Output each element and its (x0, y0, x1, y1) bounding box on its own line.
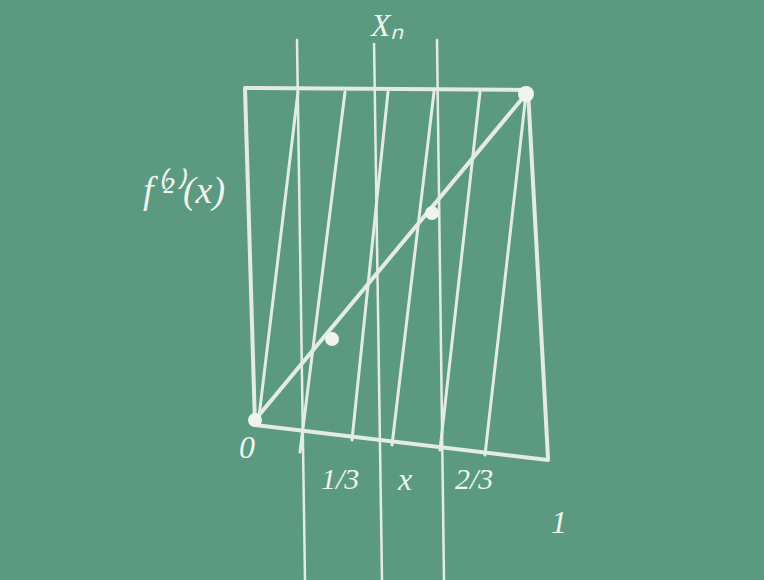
map-branch (352, 92, 388, 440)
axis-label: Xₙ (368, 8, 407, 43)
map-branch (258, 92, 298, 425)
map-branch (485, 94, 526, 455)
tick-label: 1/3 (318, 462, 362, 495)
fixed-point (425, 206, 439, 220)
map-branch (440, 92, 480, 450)
tick-label: 0 (236, 430, 258, 465)
plot-box (245, 88, 548, 460)
tick-label: 2/3 (452, 462, 496, 495)
tick-label: x (395, 462, 415, 497)
tick-label: 1 (548, 505, 570, 540)
guide-line (297, 40, 305, 580)
fixed-point (518, 86, 534, 102)
diagonal-line (255, 94, 526, 420)
guide-line (374, 40, 382, 580)
fixed-point (325, 332, 339, 346)
map-branch (392, 92, 434, 445)
map-branch (300, 92, 345, 452)
guide-line (437, 40, 444, 580)
axis-label: f⁽²⁾(x) (140, 170, 228, 212)
fixed-point (248, 413, 262, 427)
